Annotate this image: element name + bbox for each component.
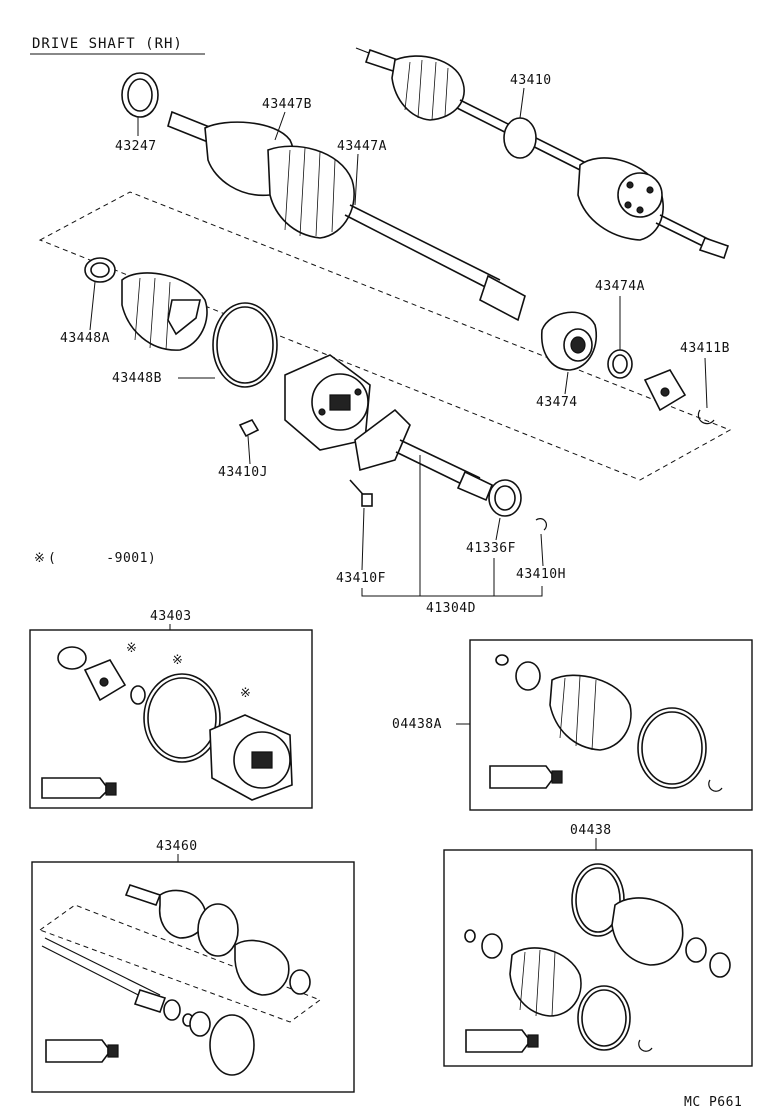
subassembly-dashed-outline — [38, 191, 732, 481]
label-43410F: 43410F — [336, 571, 386, 586]
leader-43474 — [564, 371, 569, 395]
label-43447B: 43447B — [262, 97, 312, 112]
kit-label-04438A: 04438A — [392, 717, 442, 732]
leader-43410J — [247, 435, 251, 465]
kit-label-04438: 04438 — [570, 823, 612, 838]
note-symbol: ※ — [34, 551, 45, 566]
label-43447A: 43447A — [337, 139, 387, 154]
boot-43448[interactable] — [121, 272, 208, 351]
leader-43447A — [354, 153, 359, 206]
kit-04438A-parts — [489, 654, 723, 792]
kit-label-43460: 43460 — [156, 839, 198, 854]
label-43410H: 43410H — [516, 567, 566, 582]
label-43448A: 43448A — [60, 331, 110, 346]
asterisk-2: ※ — [172, 653, 183, 668]
ring-43410H[interactable] — [535, 518, 547, 531]
label-43247: 43247 — [115, 139, 157, 154]
label-41304D: 41304D — [426, 601, 476, 616]
label-43410: 43410 — [510, 73, 552, 88]
leader-43411B — [704, 357, 708, 409]
kit-box-43460[interactable] — [31, 861, 355, 1093]
leader-43410H — [540, 533, 544, 567]
kit-label-43403: 43403 — [150, 609, 192, 624]
label-43448B: 43448B — [112, 371, 162, 386]
footer-code: MC P661 — [684, 1095, 742, 1110]
asterisk-3: ※ — [240, 686, 251, 701]
seal-41336F[interactable] — [488, 479, 522, 517]
kit-04438-parts — [464, 863, 731, 1053]
leader-41336F — [495, 517, 501, 541]
nut-43410J[interactable] — [238, 418, 260, 438]
diagram-title: DRIVE SHAFT (RH) — [32, 36, 183, 52]
tripod-joint[interactable] — [643, 369, 687, 412]
label-43474: 43474 — [536, 395, 578, 410]
clamp-43474A[interactable] — [607, 349, 633, 379]
leader-43410F — [361, 507, 365, 571]
note-range: ( -9001) — [48, 551, 156, 566]
kit-43403-parts — [41, 646, 293, 801]
leader-43448A — [89, 281, 96, 331]
bolt-43410F[interactable] — [349, 479, 373, 507]
inboard-boot-and-shaft[interactable] — [167, 110, 526, 322]
label-41336F: 41336F — [466, 541, 516, 556]
label-43411B: 43411B — [680, 341, 730, 356]
label-43474A: 43474A — [595, 279, 645, 294]
asterisk-1: ※ — [126, 641, 137, 656]
center-bearing-43474[interactable] — [541, 311, 597, 371]
kit-box-43403[interactable] — [29, 629, 313, 809]
kit-box-04438A[interactable] — [469, 639, 753, 811]
leader-43447B — [274, 111, 286, 141]
intermediate-shaft-bracket[interactable] — [354, 408, 494, 502]
clamp-43448A[interactable] — [84, 257, 116, 283]
leader-41304D — [361, 455, 543, 597]
kit-box-04438[interactable] — [443, 849, 753, 1067]
band-43448B[interactable] — [212, 302, 278, 388]
inboard-joint-housing[interactable] — [284, 354, 371, 451]
label-43410J: 43410J — [218, 465, 268, 480]
kit-43460-parts — [38, 884, 322, 1076]
snap-ring-43411B[interactable] — [697, 409, 715, 425]
seal-ring-43247[interactable] — [121, 72, 159, 118]
leader-43410 — [519, 87, 525, 119]
